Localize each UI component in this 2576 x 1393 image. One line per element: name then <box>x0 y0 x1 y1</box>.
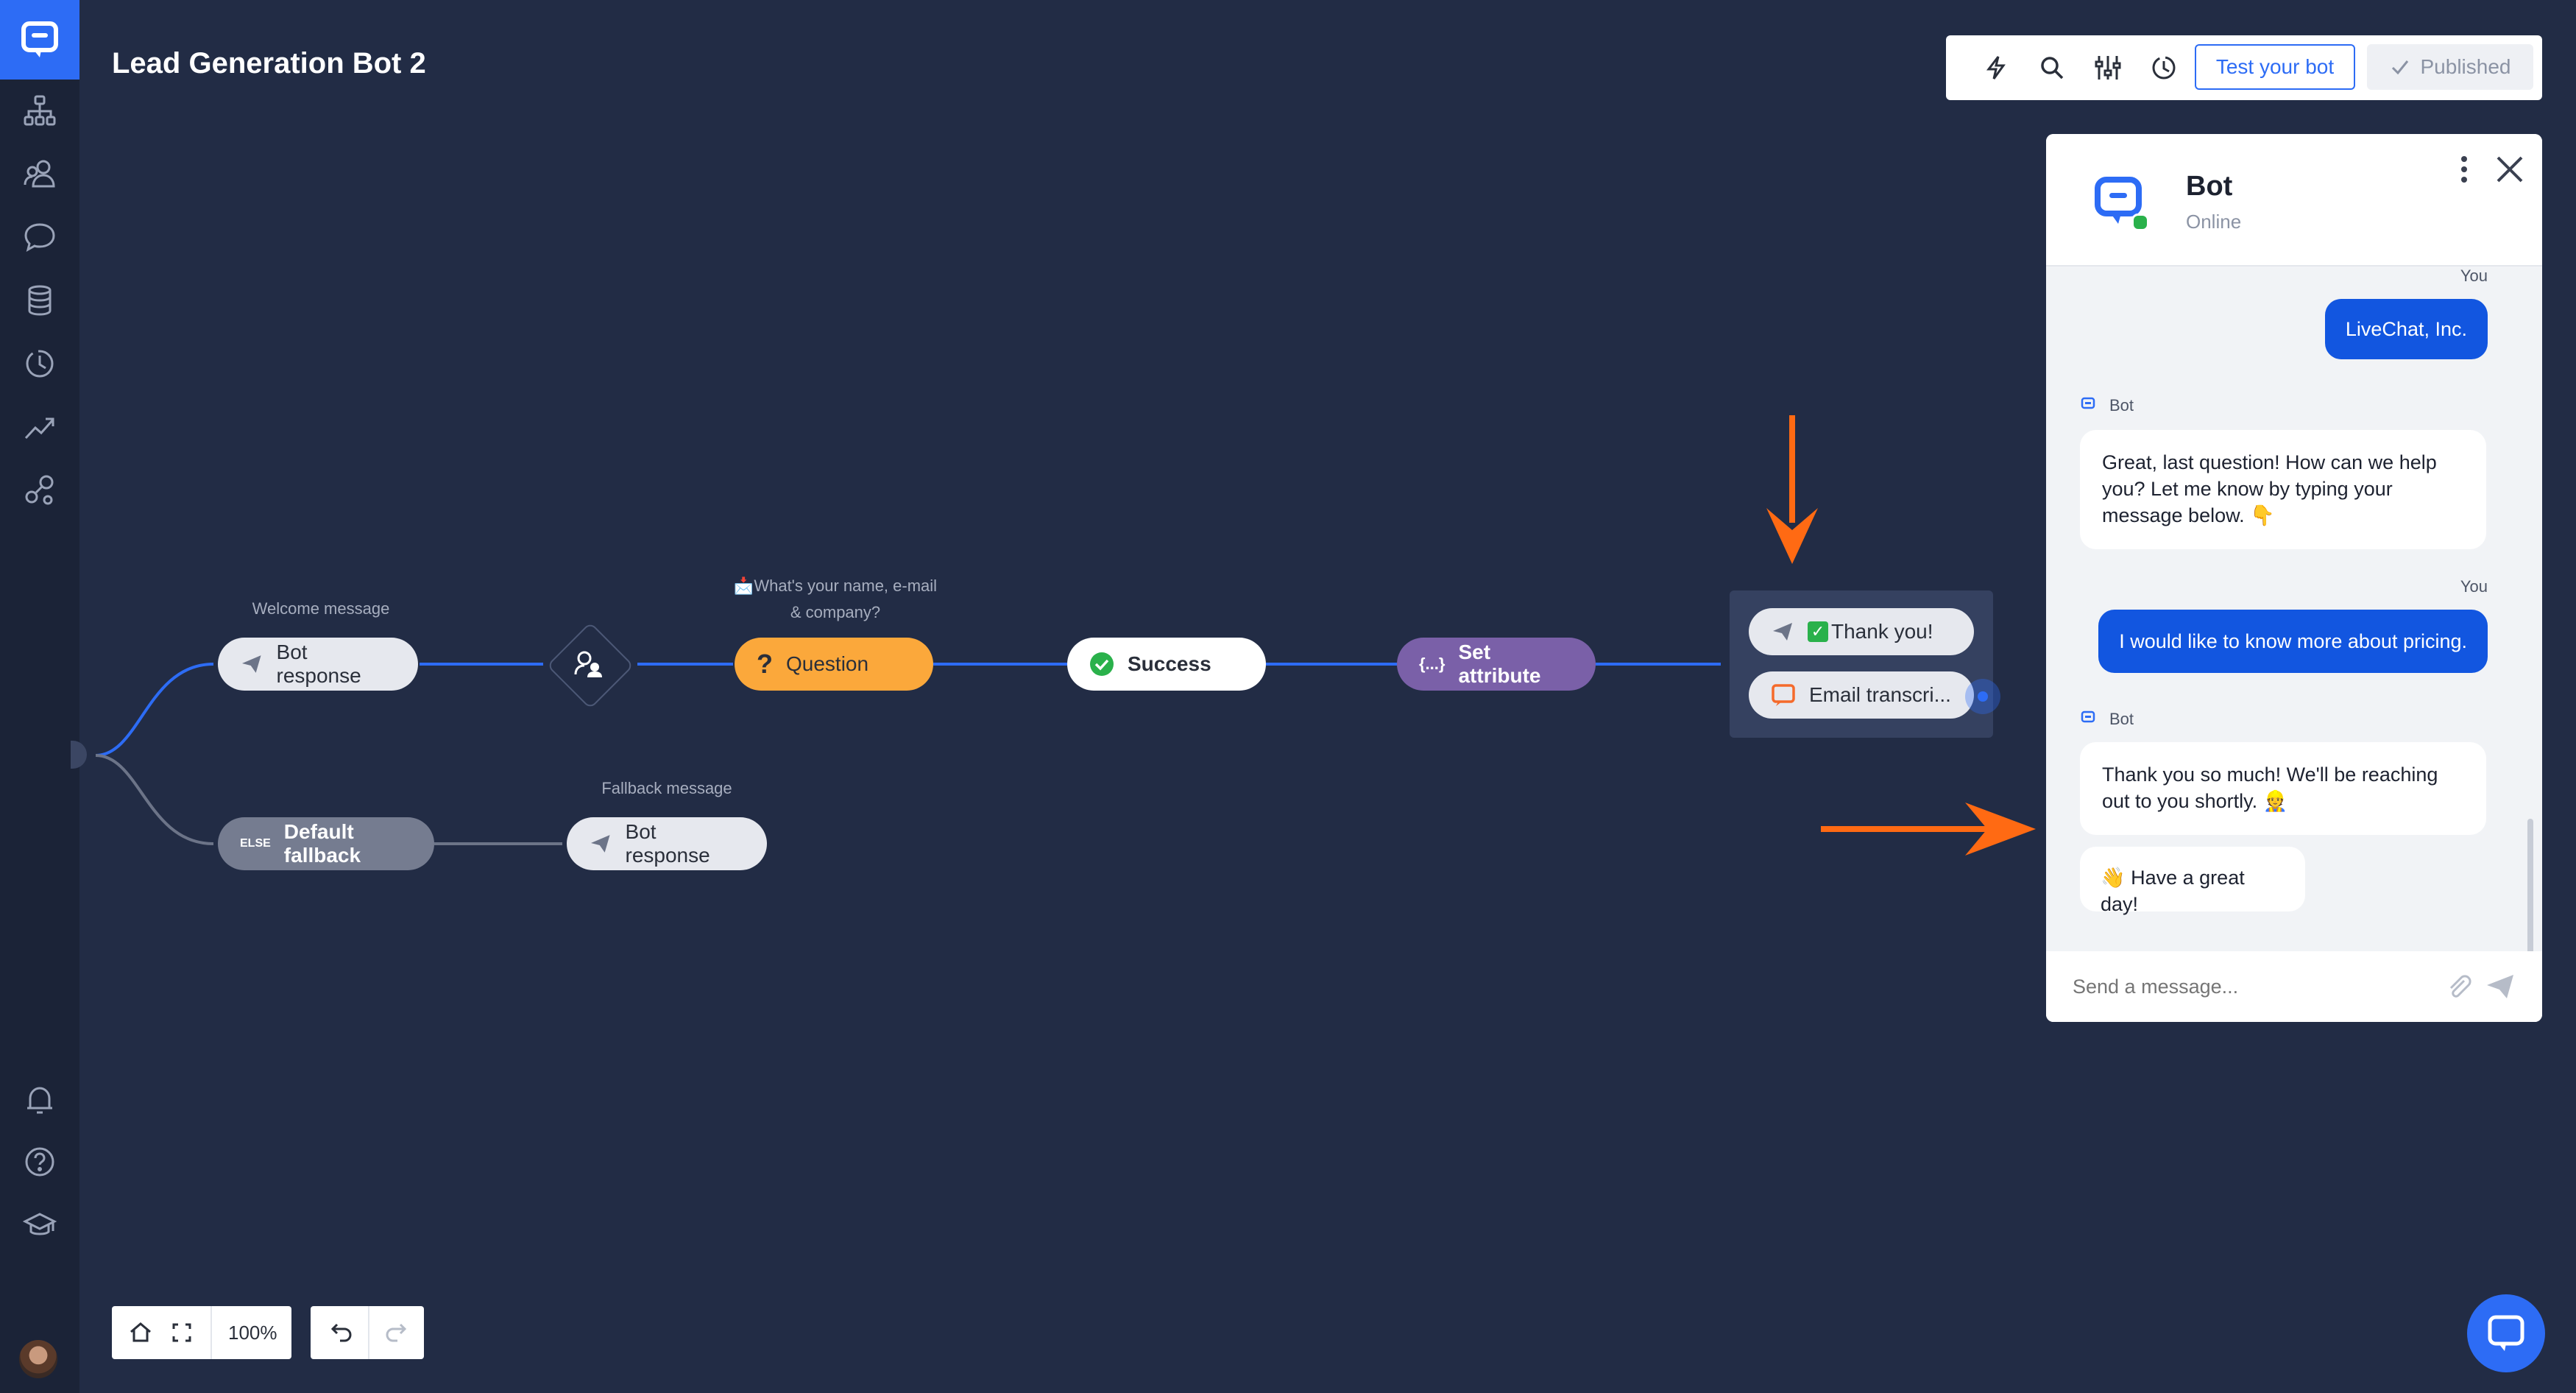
academy-icon[interactable] <box>18 1203 62 1247</box>
node-label: Thank you! <box>1831 620 1933 643</box>
message-author: Bot <box>2109 396 2134 415</box>
published-label: Published <box>2420 55 2511 78</box>
test-your-bot-button[interactable]: Test your bot <box>2195 44 2355 90</box>
divider <box>210 1306 212 1359</box>
audience-icon[interactable] <box>18 152 62 196</box>
node-label: Bot response <box>625 820 710 867</box>
attachment-icon[interactable] <box>2444 972 2473 1001</box>
chat-bubble-icon <box>1772 684 1795 706</box>
close-icon[interactable] <box>2494 153 2526 186</box>
connector <box>434 842 562 845</box>
connector <box>933 663 1067 666</box>
question-node[interactable]: ? Question <box>735 638 933 691</box>
bot-avatar-icon <box>2090 172 2149 231</box>
zoom-level[interactable]: 100% <box>228 1321 277 1344</box>
connector <box>1596 663 1721 666</box>
node-label: Question <box>786 652 869 675</box>
green-check-icon: ✓ <box>1808 621 1828 642</box>
chat-messages: You LiveChat, Inc. Bot Great, last quest… <box>2046 267 2542 1022</box>
set-attribute-node[interactable]: {...} Set attribute <box>1397 638 1596 691</box>
chat-header: Bot Online <box>2046 134 2542 267</box>
avatar[interactable] <box>19 1340 57 1378</box>
history-icon[interactable] <box>2146 50 2182 85</box>
annotation-arrow-down-icon <box>1766 415 1818 564</box>
fallback-message-label: Fallback message <box>601 779 732 797</box>
more-options-icon[interactable] <box>2457 153 2471 186</box>
bot-name: Bot <box>2186 171 2233 202</box>
redo-icon[interactable] <box>384 1320 409 1345</box>
inbox-icon: 📩 <box>733 576 754 595</box>
user-message: LiveChat, Inc. <box>2324 299 2488 359</box>
bot-message: Thank you so much! We'll be reaching out… <box>2080 742 2486 835</box>
chat-widget: Bot Online You LiveChat, Inc. Bot Great,… <box>2046 134 2542 1022</box>
success-node[interactable]: Success <box>1067 638 1266 691</box>
data-icon[interactable] <box>18 278 62 322</box>
send-message-icon[interactable] <box>2485 972 2516 1001</box>
page-title: Lead Generation Bot 2 <box>112 47 426 80</box>
user-message: I would like to know more about pricing. <box>2098 610 2488 673</box>
sidebar <box>0 0 79 1393</box>
user-icon <box>574 651 602 677</box>
send-icon <box>590 835 610 853</box>
welcome-message-label: Welcome message <box>252 599 390 618</box>
history-icon[interactable] <box>18 342 62 386</box>
fallback-bot-response-node[interactable]: Bot response <box>567 817 767 870</box>
message-author: You <box>2460 267 2488 285</box>
else-badge: ELSE <box>240 837 271 850</box>
flows-icon[interactable] <box>18 88 62 133</box>
annotation-arrow-right-icon <box>1821 803 2036 856</box>
bot-message: Great, last question! How can we help yo… <box>2080 430 2486 549</box>
bot-message: 👋 Have a great day! <box>2080 847 2305 915</box>
attribute-braces-icon: {...} <box>1419 655 1446 673</box>
bot-response-node[interactable]: Bot response <box>218 638 418 691</box>
thank-you-node[interactable]: ✓ Thank you! <box>1749 608 1974 655</box>
help-icon[interactable] <box>18 1140 62 1184</box>
message-input[interactable] <box>2071 969 2442 1004</box>
email-transcript-node[interactable]: Email transcri... <box>1749 671 1974 719</box>
message-author: You <box>2460 577 2488 596</box>
chat-icon <box>2488 1315 2524 1351</box>
bot-small-icon <box>2080 710 2096 730</box>
checkmark-icon <box>2391 60 2408 75</box>
divider <box>368 1306 369 1359</box>
node-label: Bot response <box>276 641 361 687</box>
connector <box>637 663 733 666</box>
default-fallback-node[interactable]: ELSE Default fallback <box>218 817 434 870</box>
integrations-icon[interactable] <box>18 468 62 512</box>
published-button[interactable]: Published <box>2367 44 2533 90</box>
start-handle[interactable] <box>71 741 87 769</box>
undo-icon[interactable] <box>328 1320 353 1345</box>
chats-icon[interactable] <box>18 215 62 259</box>
node-label: Set attribute <box>1458 641 1541 687</box>
chatbot-logo-icon[interactable] <box>0 0 79 80</box>
node-label: Email transcri... <box>1809 683 1951 706</box>
bot-small-icon <box>2080 396 2096 416</box>
home-icon[interactable] <box>128 1320 153 1345</box>
notifications-icon[interactable] <box>18 1078 62 1122</box>
canvas-controls: 100% <box>112 1306 291 1359</box>
fit-screen-icon[interactable] <box>171 1322 193 1344</box>
node-label: Default fallback <box>283 820 361 867</box>
connector <box>1266 663 1397 666</box>
question-mark-icon: ? <box>757 649 773 679</box>
question-label: 📩What's your name, e-mail& company? <box>733 576 938 621</box>
reports-icon[interactable] <box>18 405 62 449</box>
history-controls <box>311 1306 424 1359</box>
message-author: Bot <box>2109 710 2134 728</box>
connector <box>420 663 543 666</box>
node-label: Success <box>1128 652 1211 675</box>
check-circle-icon <box>1090 652 1114 676</box>
search-icon[interactable] <box>2034 50 2070 85</box>
message-composer <box>2046 951 2542 1022</box>
chat-launcher-button[interactable] <box>2467 1294 2545 1372</box>
bot-status: Online <box>2186 211 2242 233</box>
send-icon <box>1773 623 1792 641</box>
lightning-icon[interactable] <box>1978 50 2014 85</box>
send-icon <box>241 655 261 673</box>
branch-connectors <box>95 663 214 845</box>
toolbar: Test your bot Published <box>1946 35 2542 100</box>
scrollbar[interactable] <box>2527 819 2533 1022</box>
output-handle[interactable] <box>1965 679 2000 714</box>
sliders-icon[interactable] <box>2090 50 2126 85</box>
